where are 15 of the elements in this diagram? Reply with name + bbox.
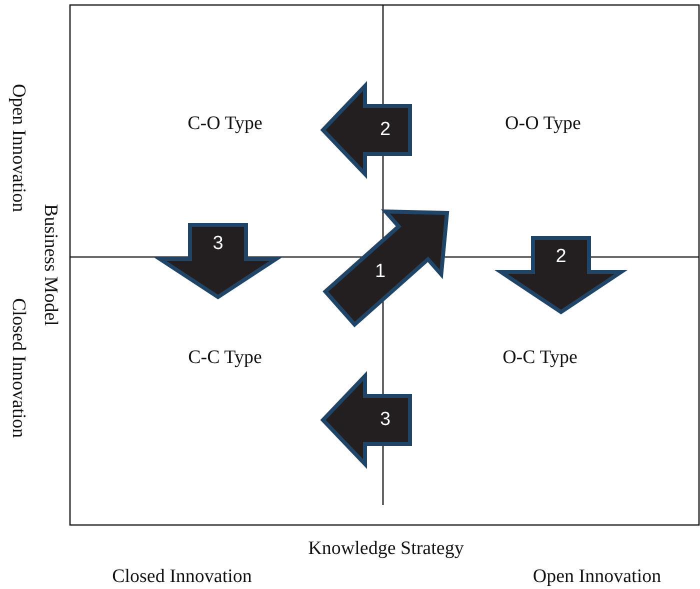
quadrant-label: O-O Type <box>505 113 581 135</box>
axis-title: Business Model <box>39 204 61 326</box>
axis-label: Open Innovation <box>532 566 662 588</box>
axis-label: Closed Innovation <box>7 298 29 438</box>
axis-label: Closed Innovation <box>112 566 252 588</box>
axis-title: Knowledge Strategy <box>308 538 464 560</box>
arrow-number: 1 <box>375 261 386 284</box>
quadrant-label: C-O Type <box>188 113 262 135</box>
quadrant-label: O-C Type <box>502 347 578 369</box>
quadrant-label: C-C Type <box>188 347 262 369</box>
arrow-number: 3 <box>212 232 224 255</box>
arrow-number: 3 <box>380 409 391 431</box>
arrow-number: 2 <box>380 119 391 141</box>
arrow-number: 2 <box>556 246 566 268</box>
axis-label: Open Innovation <box>7 84 29 212</box>
